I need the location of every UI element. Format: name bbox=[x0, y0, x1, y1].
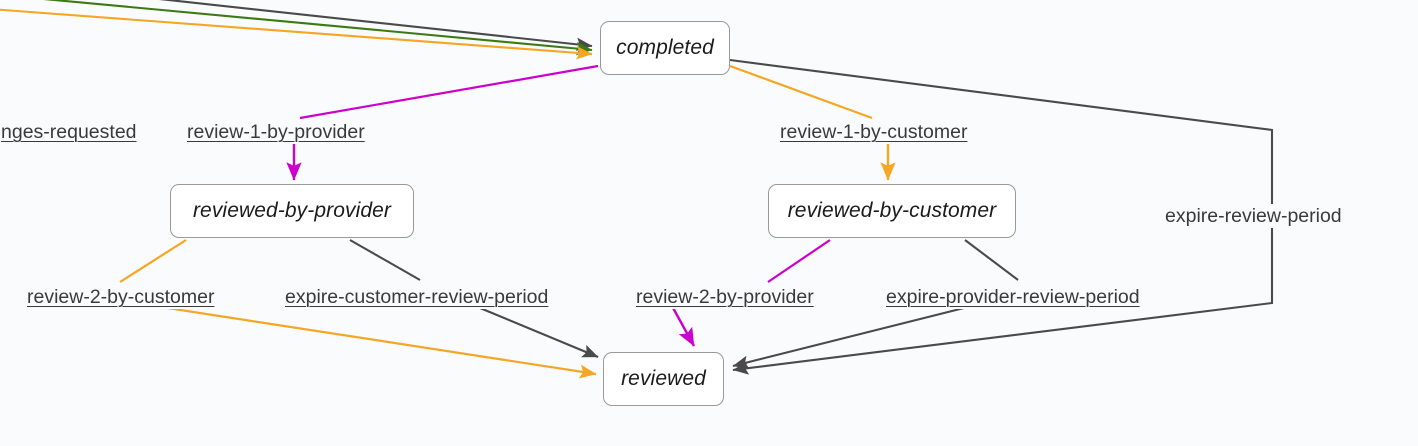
edge-label-review-1-by-provider[interactable]: review-1-by-provider bbox=[185, 120, 367, 145]
edge-reviewed-by-provider-to-reviewed-orange-tail bbox=[121, 299, 597, 379]
edge-reviewed-by-customer-to-reviewed-magenta bbox=[767, 239, 831, 283]
edge-label-expire-review-period[interactable]: expire-review-period bbox=[1163, 204, 1344, 229]
edge-reviewed-by-provider-to-reviewed-gray bbox=[349, 239, 421, 281]
edge-completed-to-reviewed-by-provider bbox=[299, 64, 599, 120]
state-node-label: reviewed-by-provider bbox=[192, 199, 392, 222]
edge-reviewed-by-provider-to-reviewed-orange bbox=[119, 239, 187, 283]
state-node-label: completed bbox=[616, 36, 714, 59]
edge-label-changes-requested[interactable]: nges-requested bbox=[0, 120, 139, 145]
edge-reviewed-by-customer-to-reviewed-gray-tail bbox=[732, 305, 969, 369]
edge-completed-to-reviewed-by-customer bbox=[729, 64, 873, 120]
state-node-label: reviewed bbox=[621, 367, 706, 390]
edge-incoming-orange-to-completed bbox=[0, 8, 593, 60]
state-node-label: reviewed-by-customer bbox=[787, 199, 997, 222]
state-node-reviewed-by-provider[interactable]: reviewed-by-provider bbox=[170, 184, 414, 238]
edge-incoming-gray-to-completed bbox=[158, 0, 593, 52]
edge-label-expire-customer-review-period[interactable]: expire-customer-review-period bbox=[283, 285, 551, 310]
edge-reviewed-by-customer-to-reviewed-gray bbox=[964, 239, 1019, 281]
edge-label-expire-provider-review-period[interactable]: expire-provider-review-period bbox=[884, 285, 1142, 310]
state-node-reviewed-by-customer[interactable]: reviewed-by-customer bbox=[768, 184, 1016, 238]
edge-label-review-2-by-customer[interactable]: review-2-by-customer bbox=[25, 285, 217, 310]
edge-reviewed-by-provider-to-reviewed-gray-tail bbox=[479, 307, 599, 358]
edge-label-review-1-by-customer[interactable]: review-1-by-customer bbox=[778, 120, 970, 145]
edge-reviewed-by-customer-to-reviewed-magenta-tail bbox=[670, 305, 696, 347]
edge-label-review-2-by-provider[interactable]: review-2-by-provider bbox=[634, 285, 816, 310]
state-node-completed[interactable]: completed bbox=[600, 21, 730, 75]
state-node-reviewed[interactable]: reviewed bbox=[603, 352, 724, 406]
edge-incoming-green-to-completed bbox=[43, 0, 593, 56]
